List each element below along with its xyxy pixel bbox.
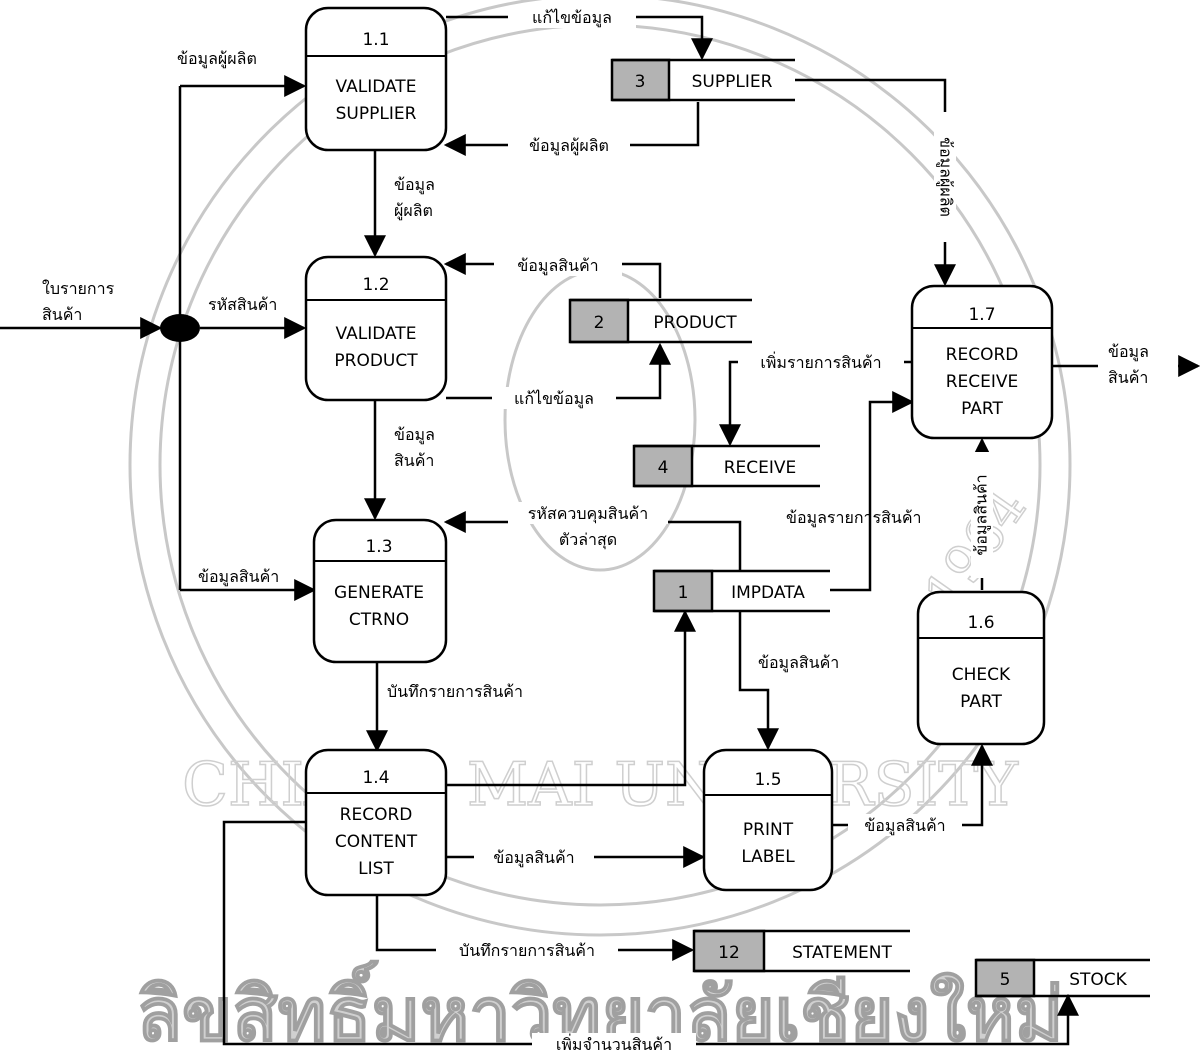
- process-1-4[interactable]: 1.4 RECORD CONTENT LIST: [304, 748, 448, 897]
- process-1-3[interactable]: 1.3 GENERATE CTRNO: [312, 518, 448, 664]
- flow-label-1-1-to-1-2: ผู้ผลิต: [394, 201, 433, 221]
- flow-label-input-doc: ใบรายการ: [42, 279, 115, 298]
- store-name: IMPDATA: [731, 583, 805, 603]
- process-id: 1.3: [365, 537, 392, 557]
- flow-label-to-1-2: รหัสสินค้า: [208, 295, 277, 314]
- flow-item-info: [830, 391, 915, 592]
- flow-label-1-2-to-1-3: สินค้า: [394, 451, 434, 470]
- store-id: 5: [1000, 970, 1011, 990]
- flow-label-1-1-to-1-2: ข้อมูล: [394, 175, 435, 195]
- store-supplier[interactable]: 3 SUPPLIER: [610, 58, 795, 102]
- process-name-line: VALIDATE: [336, 77, 417, 97]
- flow-label-1-3-to-1-4: บันทึกรายการสินค้า: [387, 682, 523, 701]
- flow-label-output: สินค้า: [1108, 368, 1148, 387]
- flow-1-4-to-impdata: [446, 609, 696, 787]
- flow-label-edit-supplier: แก้ไขข้อมูล: [532, 8, 612, 28]
- process-id: 1.7: [968, 305, 995, 325]
- flow-label-item-info: ข้อมูลรายการสินค้า: [786, 508, 922, 528]
- process-name-line: LIST: [358, 859, 394, 879]
- store-stock[interactable]: 5 STOCK: [974, 958, 1150, 998]
- store-id: 12: [718, 943, 740, 963]
- process-name-line: LABEL: [741, 847, 795, 867]
- process-name-line: RECORD: [340, 805, 413, 825]
- process-id: 1.1: [362, 30, 389, 50]
- process-name-line: RECORD: [946, 345, 1019, 365]
- store-impdata[interactable]: 1 IMPDATA: [652, 569, 830, 613]
- process-id: 1.5: [754, 770, 781, 790]
- flow-label-product-to-1-2: ข้อมูลสินค้า: [517, 256, 598, 276]
- store-name: STOCK: [1069, 970, 1127, 990]
- process-name-line: CHECK: [952, 665, 1011, 685]
- flow-label-1-5-to-1-6: ข้อมูลสินค้า: [864, 816, 945, 836]
- flow-label-output: ข้อมูล: [1108, 342, 1149, 362]
- flow-label-supplier-to-1-7: ข้อมูลผู้ผลิต: [936, 137, 956, 217]
- process-name-line: CONTENT: [335, 832, 418, 852]
- store-name: PRODUCT: [653, 313, 737, 333]
- process-name-line: GENERATE: [334, 583, 424, 603]
- process-id: 1.6: [967, 613, 994, 633]
- flow-label-to-1-1: ข้อมูลผู้ผลิต: [177, 49, 257, 69]
- process-1-7[interactable]: 1.7 RECORD RECEIVE PART: [910, 284, 1054, 440]
- store-id: 4: [658, 458, 669, 478]
- process-name-line: VALIDATE: [336, 324, 417, 344]
- store-name: RECEIVE: [724, 458, 797, 478]
- flow-1-5-to-1-6: [832, 743, 993, 827]
- flow-label-1-6-to-1-7: ข้อมูลสินค้า: [972, 474, 992, 555]
- watermark-outer-ring: [128, 0, 1072, 937]
- flow-label-add-receive: เพิ่มรายการสินค้า: [760, 351, 881, 372]
- flow-label-1-4-to-1-5: ข้อมูลสินค้า: [493, 848, 574, 868]
- flow-label-edit-product: แก้ไขข้อมูล: [514, 389, 594, 409]
- flow-label-to-statement: บันทึกรายการสินค้า: [459, 941, 595, 960]
- flow-to-stock: [222, 820, 1079, 1046]
- process-name-line: PRINT: [743, 820, 794, 840]
- flow-label-last-ctr: รหัสควบคุมสินค้า: [528, 504, 648, 524]
- flow-label-last-ctr: ตัวล่าสุด: [559, 530, 617, 550]
- process-id: 1.2: [362, 275, 389, 295]
- flow-impdata-to-1-5: [738, 610, 779, 751]
- process-name-line: RECEIVE: [946, 372, 1019, 392]
- process-name-line: PART: [961, 399, 1003, 419]
- flow-label-to-stock: เพิ่มจำนวนสินค้า: [556, 1033, 672, 1054]
- process-name-line: CTRNO: [349, 610, 409, 630]
- flow-label-input-doc: สินค้า: [42, 305, 82, 324]
- process-1-6[interactable]: 1.6 CHECK PART: [916, 590, 1046, 746]
- flow-label-to-1-3: ข้อมูลสินค้า: [198, 567, 279, 587]
- flow-label-1-2-to-1-3: ข้อมูล: [394, 425, 435, 445]
- process-name-line: PRODUCT: [334, 351, 418, 371]
- flow-label-supplier-back: ข้อมูลผู้ผลิต: [529, 136, 609, 156]
- process-1-5[interactable]: 1.5 PRINT LABEL: [702, 748, 834, 892]
- store-receive[interactable]: 4 RECEIVE: [632, 444, 820, 488]
- process-name-line: SUPPLIER: [336, 104, 417, 124]
- store-name: SUPPLIER: [692, 72, 773, 92]
- flow-label-impdata-to-1-5: ข้อมูลสินค้า: [758, 653, 839, 673]
- process-1-2[interactable]: 1.2 VALIDATE PRODUCT: [304, 255, 448, 402]
- process-1-1[interactable]: 1.1 VALIDATE SUPPLIER: [304, 6, 448, 152]
- process-name-line: PART: [960, 692, 1002, 712]
- store-name: STATEMENT: [792, 943, 892, 963]
- process-id: 1.4: [362, 768, 389, 788]
- store-id: 2: [594, 313, 605, 333]
- store-id: 1: [678, 583, 689, 603]
- store-id: 3: [635, 72, 646, 92]
- flow-supplier-to-1-7: [795, 78, 956, 287]
- store-statement[interactable]: 12 STATEMENT: [692, 929, 910, 973]
- store-product[interactable]: 2 PRODUCT: [568, 298, 752, 344]
